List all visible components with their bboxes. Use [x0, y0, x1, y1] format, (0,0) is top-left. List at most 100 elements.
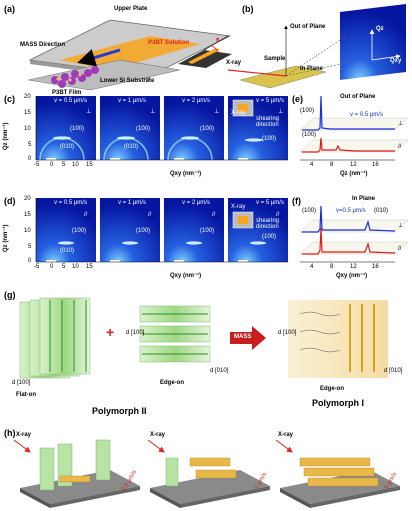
block-1	[20, 439, 140, 508]
in-plane-label: In Plane	[300, 66, 324, 72]
d-shearing: shearing direction	[256, 218, 280, 230]
d-speed-1: v = 0.5 μm/s	[54, 200, 87, 206]
c-ylabel: Qz (nm⁻¹)	[3, 122, 9, 151]
g-mass: MASS	[234, 334, 252, 340]
f-peak-010: (010)	[374, 208, 389, 214]
panel-g-label: (g)	[4, 290, 16, 300]
angle-label: θ	[216, 38, 220, 44]
c-xtick-1: -5	[34, 162, 40, 168]
block-2	[150, 457, 270, 508]
g-polymorph1: Polymorph I	[312, 398, 365, 408]
c-peak-010-2: (010)	[124, 144, 139, 150]
d-peak-100-4: (100)	[262, 234, 277, 240]
d-xtick-1: -5	[34, 264, 40, 270]
c-orient-2: ⊥	[150, 109, 156, 115]
e-peak-1: (100)	[300, 108, 315, 114]
c-speed-2: v = 1 μm/s	[118, 98, 146, 104]
substrate-label: Lower Si Substrate	[100, 78, 155, 84]
mass-arrow	[230, 326, 266, 350]
g-polymorph2: Polymorph II	[92, 406, 147, 416]
d-peak-100-3: (100)	[200, 228, 215, 234]
d-orient-1: //	[84, 212, 88, 218]
g-edge-on-2: Edge-on	[320, 386, 344, 392]
c-ytick-2: 15	[24, 110, 31, 116]
f-title: In Plane	[352, 196, 376, 202]
upper-plate-label: Upper Plate	[114, 6, 148, 12]
panel-cd-axes	[35, 96, 288, 263]
d-ytick-1: 20	[24, 196, 31, 202]
c-peak-100-4: (100)	[262, 136, 277, 142]
f-xtick-1: 4	[310, 264, 314, 270]
f-xtick-3: 12	[350, 264, 357, 270]
panel-b-label: (b)	[242, 4, 254, 14]
panel-b-geometry	[227, 4, 406, 89]
f-xtick-2: 8	[330, 264, 334, 270]
c-ytick-5: 0	[28, 156, 32, 162]
d-xray-box: X-ray	[231, 204, 246, 210]
d-peak-010-1: (010)	[60, 248, 75, 254]
e-xtick-4: 16	[372, 162, 379, 168]
h-xray-3: X-ray	[278, 432, 294, 438]
panel-h-blocks	[13, 439, 400, 508]
c-peak-100-1: (100)	[70, 126, 85, 132]
e-title: Out of Plane	[340, 94, 376, 100]
c-orient-1: ⊥	[86, 109, 92, 115]
c-orient-4: ⊥	[278, 109, 284, 115]
f-orient: ⊥	[398, 223, 404, 229]
g-d010-edge: d [010]	[210, 368, 229, 374]
f-speed: v=0.5 μm/s	[336, 208, 366, 214]
c-speed-4: v = 5 μm/s	[256, 98, 284, 104]
e-orient-2: //	[398, 144, 402, 150]
c-xtick-5: 15	[86, 162, 93, 168]
film-label: P3BT Film	[52, 90, 82, 96]
panel-g-polymorph1	[288, 300, 388, 378]
panel-d-frames	[36, 198, 288, 262]
e-orient: ⊥	[398, 121, 404, 127]
panel-a-schematic	[27, 19, 232, 91]
d-xlabel: Qxy (nm⁻¹)	[170, 273, 202, 279]
e-xlabel: Qz (nm⁻¹)	[340, 171, 368, 177]
d-ytick-3: 10	[24, 228, 31, 234]
c-ytick-3: 10	[24, 126, 31, 132]
d-ytick-5: 0	[28, 258, 32, 264]
e-speed: v = 0.5 μm/s	[350, 112, 383, 118]
g-d100-edge: d [100]	[126, 330, 145, 336]
c-ytick-1: 20	[24, 94, 31, 100]
out-of-plane-label: Out of Plane	[290, 24, 326, 30]
g-plus: +	[106, 324, 115, 340]
c-peak-010-1: (010)	[60, 144, 75, 150]
f-orient-2: //	[398, 246, 402, 252]
c-speed-1: v = 0.5 μm/s	[54, 98, 87, 104]
d-speed-4: v = 5 μm/s	[256, 200, 284, 206]
panel-a-label: (a)	[4, 4, 15, 14]
panel-f-profiles	[299, 205, 409, 263]
d-peak-100-2: (100)	[136, 228, 151, 234]
qz-label: Qz	[376, 26, 384, 32]
d-xtick-2: 0	[50, 264, 54, 270]
g-edge-on: Edge-on	[160, 380, 184, 386]
c-ytick-4: 5	[28, 142, 32, 148]
d-speed-2: v = 1 μm/s	[118, 200, 146, 206]
c-peak-100-3: (100)	[200, 126, 215, 132]
d-ytick-4: 5	[28, 244, 32, 250]
solution-label: P3BT Solution	[148, 40, 189, 46]
c-speed-3: v = 2 μm/s	[182, 98, 210, 104]
d-xtick-5: 15	[86, 264, 93, 270]
c-xray-box: X-ray	[231, 110, 246, 116]
h-xray-2: X-ray	[150, 432, 166, 438]
panel-d-label: (d)	[4, 196, 16, 206]
panel-e-profiles	[299, 95, 409, 161]
c-xtick-4: 10	[72, 162, 79, 168]
d-peak-100-1: (100)	[72, 228, 87, 234]
panel-c-frames	[36, 96, 288, 161]
f-xtick-4: 16	[372, 264, 379, 270]
xray-label: X-ray	[226, 60, 242, 66]
block-3	[280, 457, 400, 508]
c-orient-3: ⊥	[214, 109, 220, 115]
qxy-label: Qxy	[390, 58, 402, 64]
panel-h-label: (h)	[4, 428, 16, 438]
h-xray-1: X-ray	[16, 432, 32, 438]
g-d100-poly1: d [100]	[278, 330, 297, 336]
g-d100: d [100]	[12, 380, 31, 386]
